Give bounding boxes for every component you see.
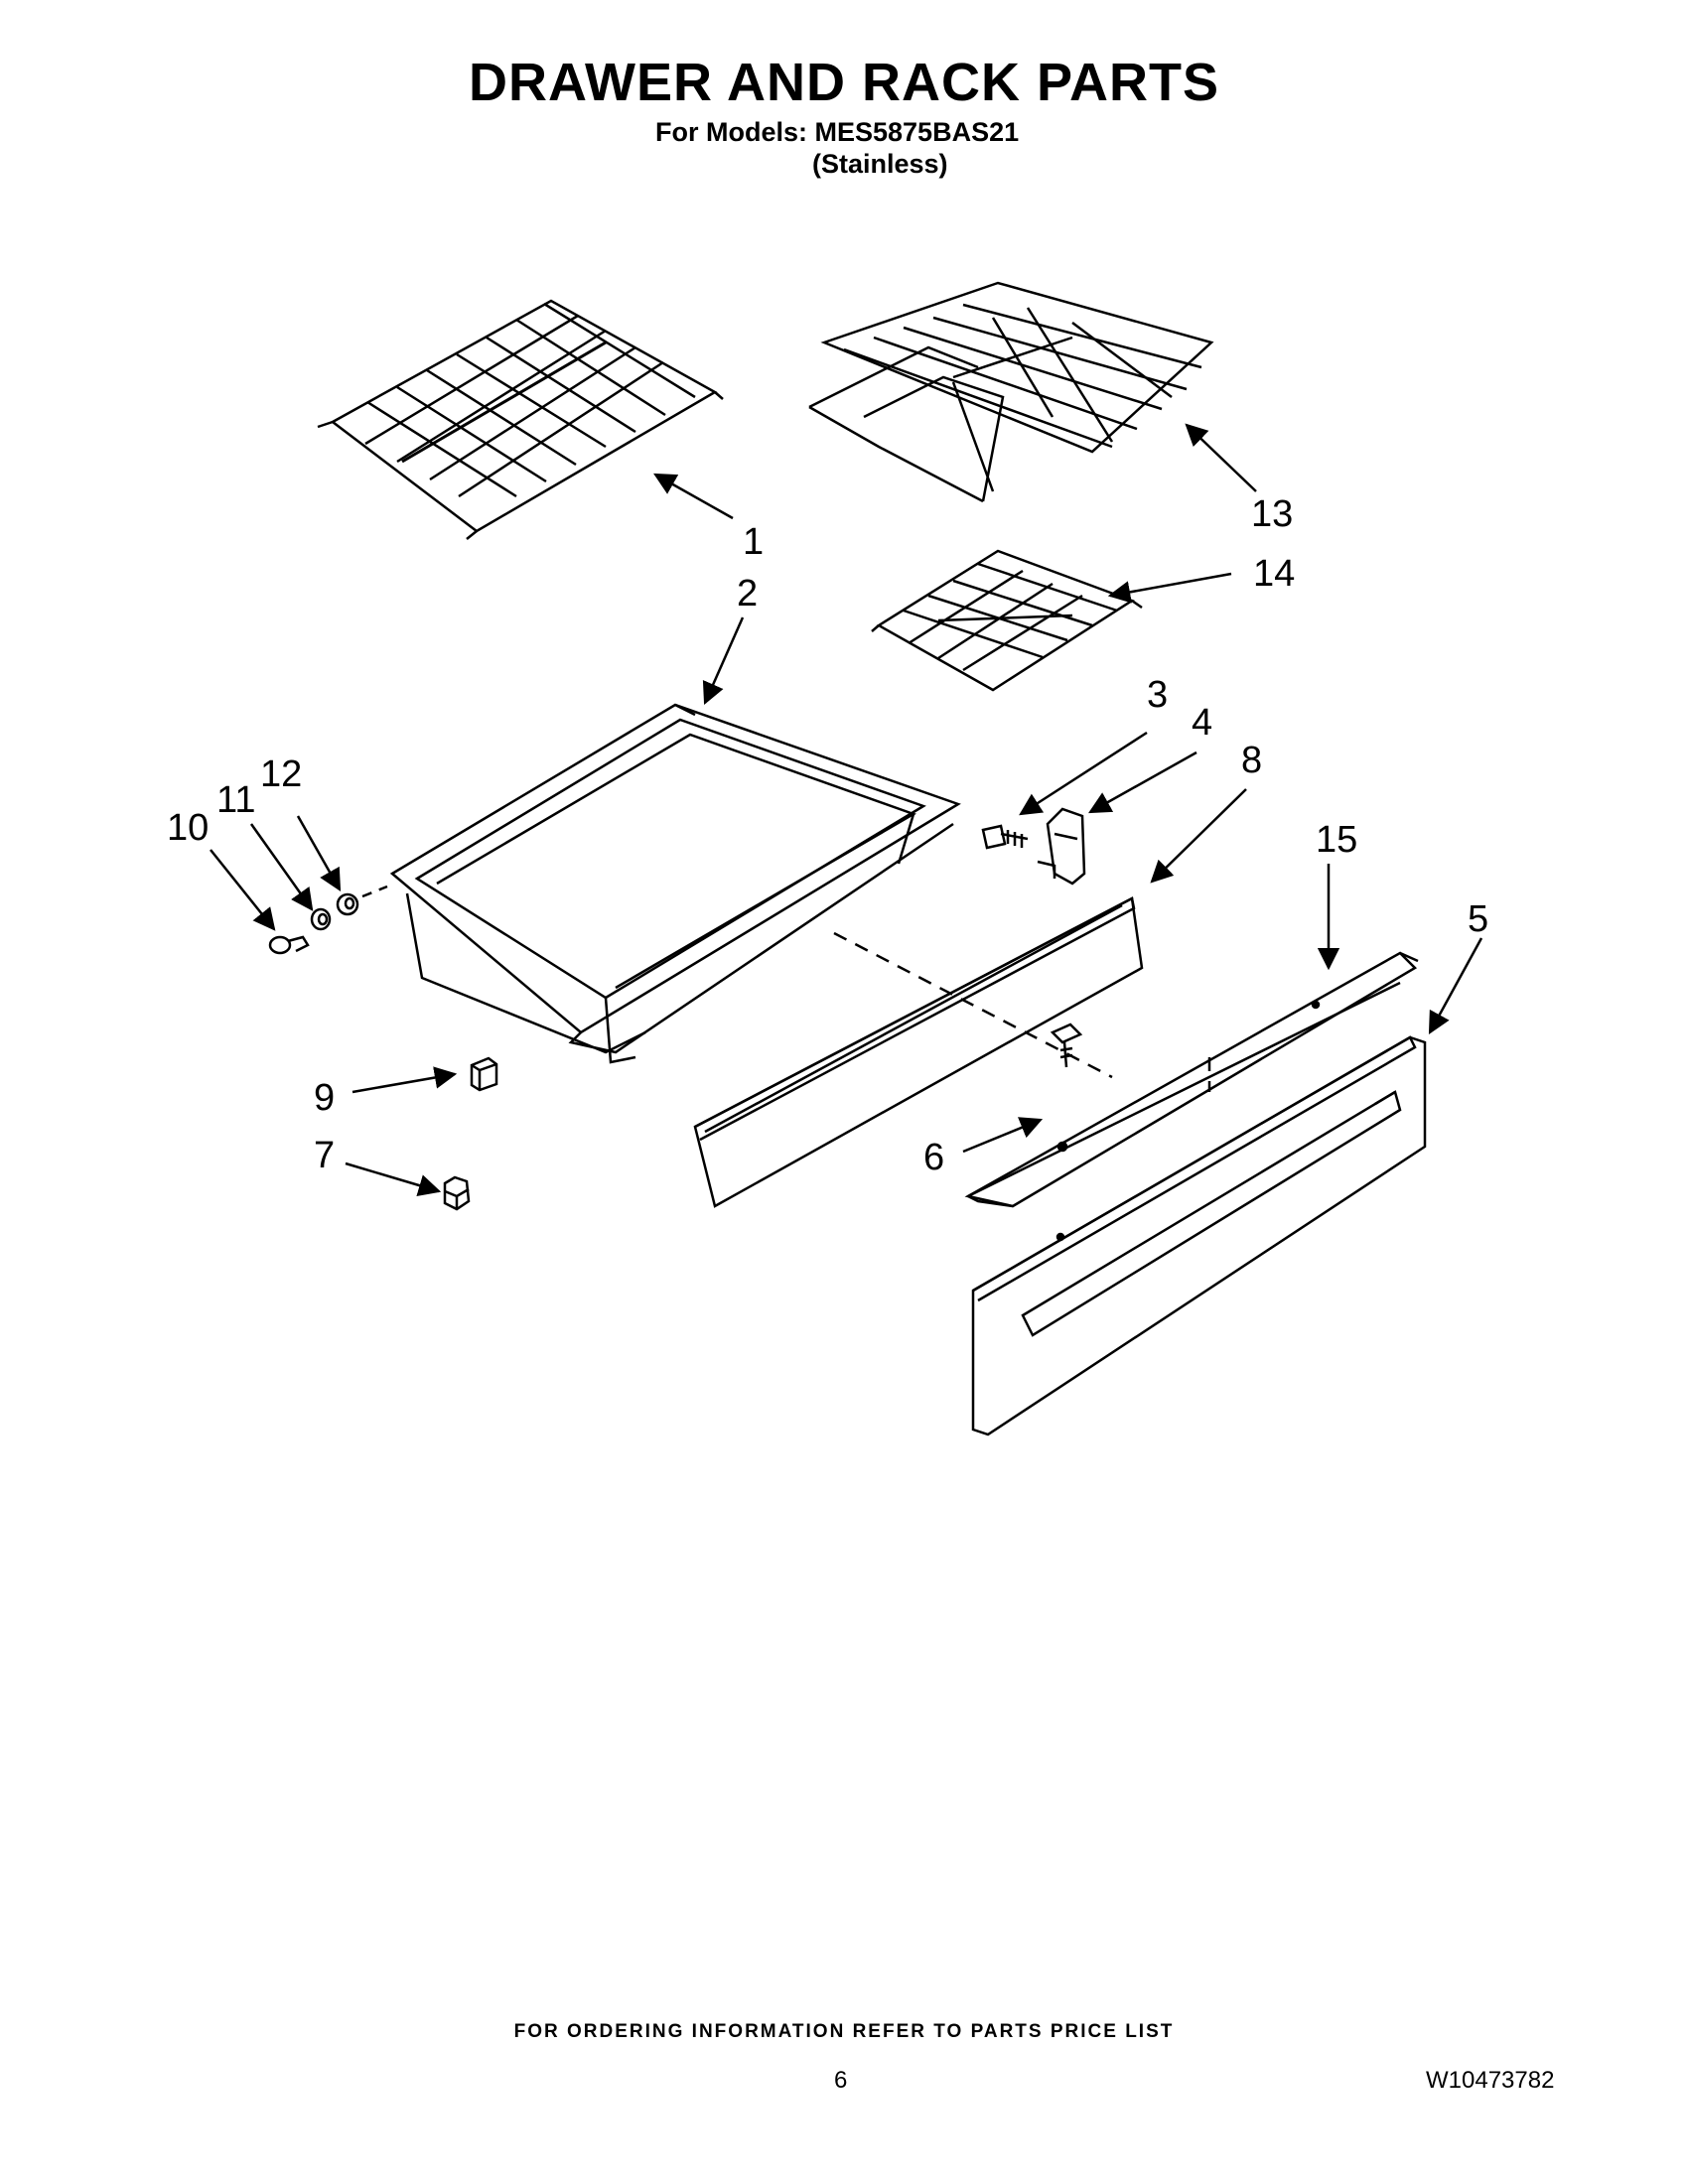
callout-4: 4 — [1192, 702, 1212, 744]
bracket-part-4 — [1037, 807, 1086, 886]
document-number: W10473782 — [1426, 2067, 1555, 2094]
model-variant: (Stainless) — [812, 149, 948, 179]
small-rack-part-14 — [871, 549, 1143, 692]
screw-part-3 — [981, 824, 1029, 850]
callout-8: 8 — [1241, 740, 1262, 781]
callout-6: 6 — [923, 1137, 944, 1178]
callout-9: 9 — [314, 1077, 335, 1119]
callout-14: 14 — [1253, 553, 1295, 595]
front-panel-part-5 — [971, 1035, 1427, 1436]
callout-1: 1 — [743, 521, 764, 563]
callout-13: 13 — [1251, 493, 1293, 535]
callout-labels: 1 2 3 4 5 6 7 8 9 10 11 12 13 14 15 — [167, 493, 1488, 1178]
page-number: 6 — [834, 2067, 848, 2094]
callout-12: 12 — [260, 753, 302, 795]
drawer-front-panel-part-8 — [693, 896, 1144, 1208]
callout-3: 3 — [1147, 674, 1168, 716]
callout-7: 7 — [314, 1135, 335, 1176]
callout-11: 11 — [216, 779, 255, 821]
oven-rack-part-1 — [317, 299, 724, 540]
models-line: For Models: MES5875BAS21 — [655, 117, 1020, 147]
callout-5: 5 — [1468, 898, 1488, 940]
callout-15: 15 — [1316, 819, 1357, 861]
page-title: DRAWER AND RACK PARTS — [469, 53, 1219, 112]
roller-assembly-parts-10-11-12 — [268, 885, 388, 955]
trim-part-15 — [964, 951, 1419, 1208]
ordering-note: FOR ORDERING INFORMATION REFER TO PARTS … — [513, 2021, 1175, 2042]
callout-10: 10 — [167, 807, 209, 849]
screw-part-6 — [1050, 1023, 1083, 1153]
nut-part-7 — [443, 1175, 471, 1211]
clip-part-9 — [470, 1056, 498, 1092]
alignment-lines — [833, 931, 1211, 1092]
callout-2: 2 — [737, 573, 758, 614]
roller-rack-part-13 — [808, 281, 1214, 503]
callout-leaders — [210, 423, 1483, 1197]
drawer-part-2 — [389, 703, 961, 1064]
